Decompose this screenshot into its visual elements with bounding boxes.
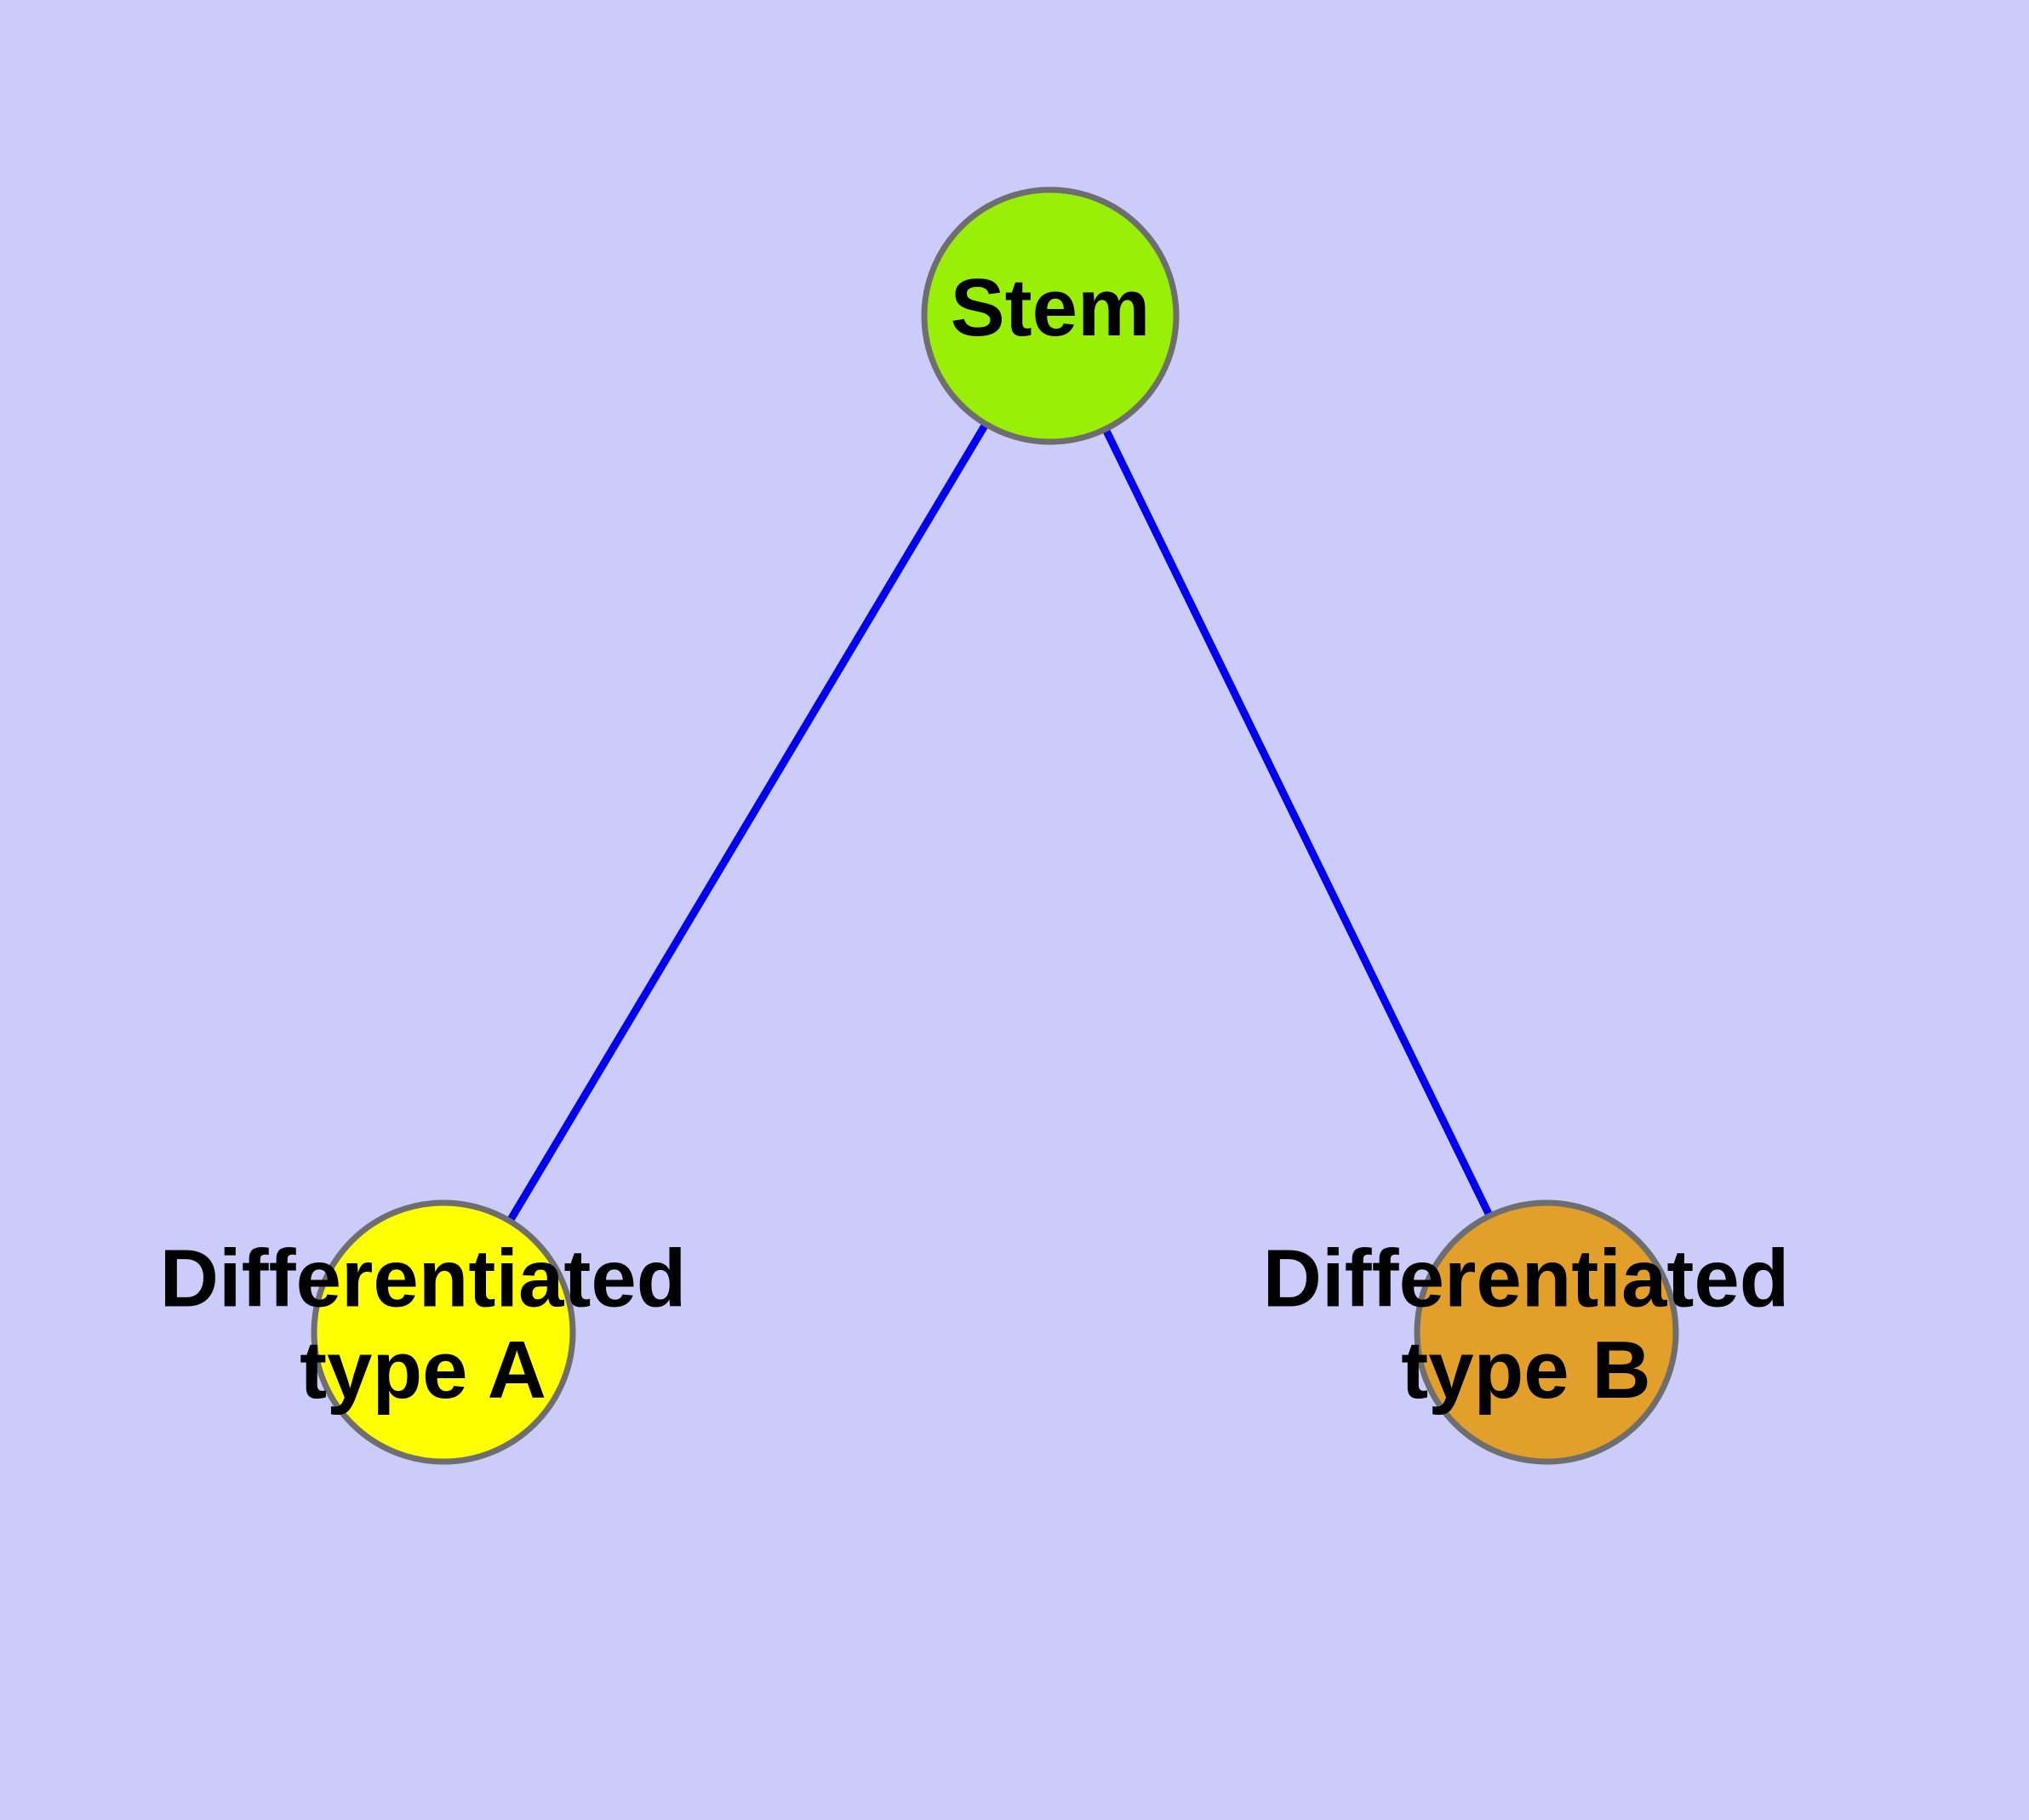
edges-layer: [506, 421, 1495, 1225]
node-label-line: Differentiated: [1263, 1233, 1790, 1324]
node-label-line: type B: [1401, 1325, 1650, 1416]
graph-node-diff_b[interactable]: [1414, 1199, 1679, 1465]
node-label-line: Differentiated: [160, 1233, 687, 1324]
nodes-layer: [311, 186, 1679, 1465]
graph-node-diff_a[interactable]: [311, 1199, 576, 1465]
graph-edge-stem-to-a: [506, 421, 991, 1225]
graph-edge-stem-to-b: [1101, 426, 1495, 1220]
graph-node-stem[interactable]: [921, 186, 1180, 445]
node-label-stem: Stem: [951, 262, 1151, 353]
node-label-line: Stem: [951, 262, 1151, 353]
node-label-line: type A: [300, 1325, 546, 1416]
